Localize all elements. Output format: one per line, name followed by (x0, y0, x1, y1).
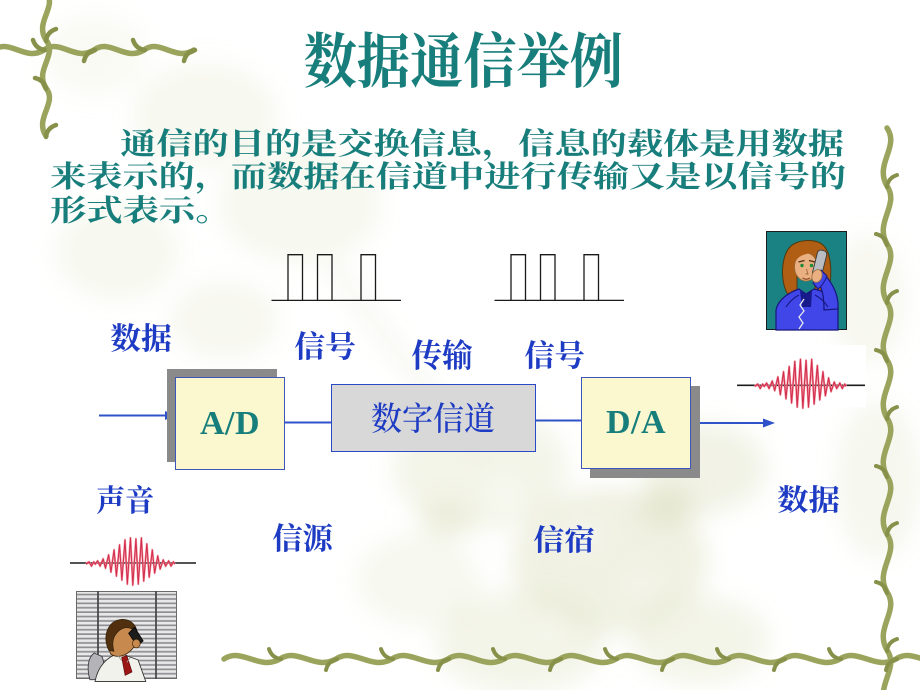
analog-waveform-left (70, 536, 196, 587)
arrow-da-out (690, 418, 775, 428)
label-signal-left-glyphs (295, 331, 355, 360)
da-block: D/A (581, 377, 691, 469)
man-on-phone-clipart (76, 591, 177, 682)
label-transmission-glyphs (412, 339, 472, 370)
digital-pulse-waveform-left (271, 254, 401, 302)
label-source-glyphs (273, 523, 332, 552)
connector-ad-to-channel (284, 421, 332, 424)
intro-line-3 (51, 195, 207, 224)
channel-block (331, 384, 536, 452)
intro-line-2 (51, 161, 845, 194)
intro-line-1 (121, 128, 843, 161)
connector-channel-to-da (535, 419, 583, 422)
label-data-right-glyphs (778, 485, 839, 513)
da-block-label: D/A (605, 404, 667, 441)
ad-block-label: A/D (199, 404, 261, 442)
woman-on-phone-clipart (766, 231, 847, 331)
analog-waveform-right (736, 345, 866, 410)
digital-pulse-waveform-right (494, 254, 624, 302)
ad-block: A/D (175, 377, 285, 470)
label-sound-glyphs (97, 485, 153, 514)
vine-border-bottom (221, 647, 920, 672)
channel-block-label-glyphs (372, 402, 494, 433)
label-signal-right-glyphs (525, 340, 584, 369)
vine-border-right (874, 125, 899, 690)
label-data-left-glyphs (111, 323, 171, 352)
slide-title-glyphs (305, 31, 621, 88)
label-sink-glyphs (534, 525, 594, 553)
vine-border-top-left (0, 0, 198, 140)
